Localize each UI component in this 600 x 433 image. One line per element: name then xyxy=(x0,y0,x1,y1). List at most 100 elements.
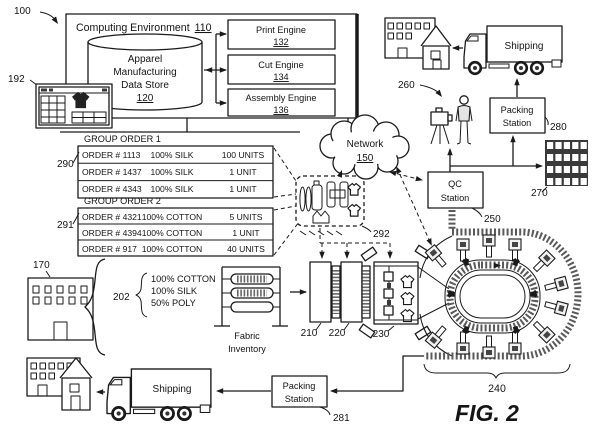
packing-bottom-line2: Station xyxy=(285,394,314,404)
material-poly: 50% POLY xyxy=(151,298,196,308)
ref-260-label: 260 xyxy=(398,80,415,91)
material-cotton: 100% COTTON xyxy=(151,274,216,284)
print-engine-box: Print Engine 132 xyxy=(227,19,336,50)
g1r3-order: ORDER # 4343 xyxy=(82,184,142,194)
office-windows xyxy=(387,22,430,40)
ref-240-label: 240 xyxy=(488,383,506,395)
ref-100-label: 100 xyxy=(14,6,31,17)
table-row: ORDER # 4321 100% COTTON 5 UNITS xyxy=(82,212,263,222)
ref-250-label: 250 xyxy=(484,214,501,225)
shipping-bottom-label: Shipping xyxy=(153,384,192,395)
fabric-inventory: Fabric Inventory xyxy=(214,266,307,354)
g2r1-units: 5 UNITS xyxy=(230,212,263,222)
customer-buildings-bottom xyxy=(26,357,93,411)
g2r2-material: 100% COTTON xyxy=(142,228,203,238)
group-order-2: GROUP ORDER 2 ORDER # 4321 100% COTTON 5… xyxy=(57,196,274,257)
assembly-workstation xyxy=(543,297,569,317)
network-ref: 150 xyxy=(357,153,374,164)
shipping-truck-bottom: Shipping xyxy=(96,367,213,422)
printer-210 xyxy=(309,261,341,323)
table-row: ORDER # 1437 100% SILK 1 UNIT xyxy=(82,167,257,177)
group-order-1: GROUP ORDER 1 ORDER # 1113 100% SILK 100… xyxy=(57,134,274,199)
fabric-inventory-line1: Fabric xyxy=(234,331,260,341)
pattern-machine-links xyxy=(319,228,393,259)
pattern-pieces-box: 292 xyxy=(295,175,390,240)
shipping-top-label: Shipping xyxy=(505,41,544,52)
datastore-ref: 120 xyxy=(137,93,154,104)
g1r1-material: 100% SILK xyxy=(151,150,194,160)
packing-station-bottom: Packing Station 281 xyxy=(216,375,350,424)
print-engine-label: Print Engine xyxy=(256,25,306,35)
cut-engine-ref: 134 xyxy=(273,72,288,82)
print-engine-ref: 132 xyxy=(273,37,288,47)
worker-person xyxy=(455,95,473,145)
fabric-roll xyxy=(230,287,274,299)
ref-100: 100 xyxy=(14,6,61,26)
carousel-brace xyxy=(423,363,571,379)
assembly-workstation xyxy=(424,244,450,270)
environment-link-lines xyxy=(60,118,300,133)
feeder-flap xyxy=(414,325,432,341)
g2r1-material: 100% COTTON xyxy=(142,212,203,222)
ref-220-label: 220 xyxy=(329,328,346,339)
ref-202-label: 202 xyxy=(113,292,130,303)
ref-281-label: 281 xyxy=(333,413,350,424)
assembly-carousel: 240 xyxy=(330,210,582,395)
g1r1-units: 100 UNITS xyxy=(222,150,265,160)
ref-210-label: 210 xyxy=(301,328,318,339)
office-windows xyxy=(30,362,73,380)
g2r3-order: ORDER # 917 xyxy=(82,244,137,254)
feeder-flap xyxy=(358,323,376,339)
order-pattern-links xyxy=(273,147,300,256)
display-grid xyxy=(71,111,107,124)
ref-230-label: 230 xyxy=(373,329,390,340)
assembly-workstation xyxy=(482,234,496,258)
assembly-workstation xyxy=(456,238,470,262)
supplier-building: 170 xyxy=(27,260,94,341)
ref-170-label: 170 xyxy=(33,260,50,271)
assembly-workstation xyxy=(482,335,496,359)
ref-292-label: 292 xyxy=(373,229,390,240)
cut-engine-label: Cut Engine xyxy=(258,60,303,70)
design-display: 192 xyxy=(8,74,113,129)
packing-station-top: Packing Station 280 xyxy=(489,78,567,134)
assembly-workstation xyxy=(530,249,556,275)
g1r2-units: 1 UNIT xyxy=(229,167,257,177)
apparel-data-store: Apparel Manufacturing Data Store 120 xyxy=(87,33,203,111)
fabric-roll xyxy=(230,301,274,313)
materials-brace xyxy=(135,272,148,318)
fabric-inventory-line2: Inventory xyxy=(228,344,266,354)
ref-291-label: 291 xyxy=(57,220,74,231)
g1r2-order: ORDER # 1437 xyxy=(82,167,142,177)
group-order-2-title: GROUP ORDER 2 xyxy=(84,196,161,206)
assembly-workstation xyxy=(508,331,522,355)
qc-line1: QC xyxy=(448,179,462,189)
ref-270-label: 270 xyxy=(531,188,548,199)
assembly-engine-ref: 136 xyxy=(273,105,288,115)
group-order-1-title: GROUP ORDER 1 xyxy=(84,134,161,144)
outer-spiral-belt xyxy=(424,228,582,360)
presser-220 xyxy=(340,261,371,323)
g2r2-order: ORDER # 4394 xyxy=(82,228,142,238)
g2r3-material: 100% COTTON xyxy=(142,244,203,254)
table-row: ORDER # 4343 100% SILK 1 UNIT xyxy=(82,184,257,194)
assembly-engine-box: Assembly Engine 136 xyxy=(227,88,336,117)
network-cloud: Network 150 xyxy=(319,114,410,180)
datastore-line1: Apparel xyxy=(128,54,162,65)
packing-bottom-line1: Packing xyxy=(283,381,316,391)
ref-290-label: 290 xyxy=(57,159,74,170)
machine-labels: 210 220 230 xyxy=(301,322,395,340)
pattern-box-shadow xyxy=(299,230,343,236)
g2r2-units: 1 UNIT xyxy=(232,228,260,238)
assembly-workstation xyxy=(456,331,470,355)
carousel-belt-ring xyxy=(446,261,539,332)
packing-top-line1: Packing xyxy=(501,105,534,115)
cloud-links xyxy=(337,165,435,247)
display-table xyxy=(40,95,66,124)
table-row: ORDER # 917 100% COTTON 40 UNITS xyxy=(82,244,265,254)
supplier-windows xyxy=(32,285,88,305)
assembly-workstation xyxy=(530,318,556,344)
